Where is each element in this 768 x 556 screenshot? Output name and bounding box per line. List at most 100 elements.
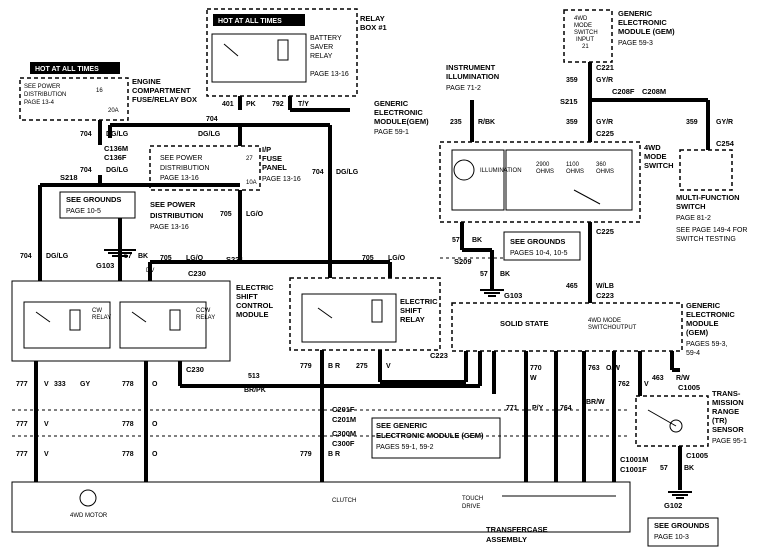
grounds-105-2: PAGE 10-5 (66, 208, 101, 215)
w401: 401 (222, 101, 234, 108)
s209: S209 (454, 257, 472, 266)
esr-1: ELECTRIC (400, 297, 438, 306)
gem-mid-4: PAGE 59-1 (374, 129, 409, 136)
brpk: BR/PK (244, 387, 266, 394)
ohms-1100-a: 1100 (566, 162, 580, 168)
battery-saver-relay-frame (211, 33, 307, 83)
see-gem-bottom-box (371, 417, 501, 459)
w705b: 705 (160, 255, 172, 262)
tc-1: TRANSFERCASE (486, 525, 548, 534)
o-c: O (152, 451, 158, 458)
solid-state: SOLID STATE (500, 319, 548, 328)
escm-1: ELECTRIC (236, 283, 274, 292)
mfs-5: SWITCH TESTING (676, 236, 736, 243)
v-d: V (386, 363, 391, 370)
ecf-power-2: DISTRIBUTION (24, 92, 66, 98)
hot-label-relay: HOT AT ALL TIMES (218, 18, 282, 25)
w57a: 57 (124, 253, 132, 260)
g102: G102 (664, 501, 682, 510)
c230a: C230 (188, 269, 206, 278)
o-b: O (152, 421, 158, 428)
w359c: 359 (686, 119, 698, 126)
hot-label-ecf: HOT AT ALL TIMES (35, 66, 99, 73)
switch-output-1: 4WD MODE (588, 318, 621, 324)
g103a: G103 (96, 261, 114, 270)
gem-right-5: PAGES 59-3, (686, 341, 728, 348)
w235: 235 (450, 119, 462, 126)
motor-label: 4WD MOTOR (70, 513, 108, 519)
gy: GY (80, 381, 90, 388)
gem-bottom-1: SEE GENERIC (376, 421, 428, 430)
o-a: O (152, 381, 158, 388)
gyr-c: GY/R (716, 119, 733, 126)
ip-power-2: DISTRIBUTION (160, 165, 209, 172)
ms-2: MODE (644, 152, 667, 161)
c225a: C225 (596, 129, 614, 138)
trs-2: MISSION (712, 398, 744, 407)
gem-mid-2: ELECTRONIC (374, 108, 423, 117)
wty: T/Y (298, 101, 309, 108)
msi-2: MODE (574, 23, 592, 29)
bk-b: BK (472, 237, 482, 244)
msi-1: 4WD (574, 16, 588, 22)
see-grounds-104-box (503, 231, 581, 261)
trs-1: TRANS- (712, 389, 741, 398)
w57c: 57 (480, 271, 488, 278)
gem-mid-3: MODULE(GEM) (374, 117, 429, 126)
escm-4: MODULE (236, 310, 269, 319)
ohms-2900-a: 2900 (536, 162, 550, 168)
w777c: 777 (16, 451, 28, 458)
ip-fuse-3: PANEL (262, 163, 287, 172)
w779a: 779 (300, 363, 312, 370)
wpk: PK (246, 101, 256, 108)
see-grounds-105-box (59, 191, 136, 219)
ohms-2900-b: OHMS (536, 169, 554, 175)
grounds-104-1: SEE GROUNDS (510, 237, 565, 246)
w764: 764 (560, 405, 572, 412)
dglg-a: DG/LG (106, 131, 129, 138)
dv-label: DV (146, 268, 154, 274)
pd-3: PAGE 13-16 (150, 224, 189, 231)
w777a: 777 (16, 381, 28, 388)
gyr-b: GY/R (596, 119, 613, 126)
w463: 463 (652, 375, 664, 382)
c208f: C208F (612, 87, 635, 96)
w359b: 359 (566, 119, 578, 126)
w513: 513 (248, 373, 260, 380)
ip-fuse-num: 27 (246, 156, 253, 162)
ecf-power-3: PAGE 13-4 (24, 100, 55, 106)
ow: O/W (606, 365, 620, 372)
ccw-relay-frame (119, 301, 207, 349)
c225b: C225 (596, 227, 614, 236)
grounds-104-2: PAGES 10-4, 10-5 (510, 250, 568, 257)
relay-box-label-2: BOX #1 (360, 23, 387, 32)
w275: 275 (356, 363, 368, 370)
rbk: R/BK (478, 119, 495, 126)
brw: BR/W (586, 399, 605, 406)
touch-drive-1: TOUCH (462, 496, 483, 502)
pd-1: SEE POWER (150, 200, 196, 209)
trs-6: PAGE 95-1 (712, 438, 747, 445)
v-e: V (644, 381, 649, 388)
ecf-box-frame (19, 77, 129, 121)
clutch-label: CLUTCH (332, 498, 356, 504)
ecf-label-2: COMPARTMENT (132, 86, 191, 95)
instr-3: PAGE 71-2 (446, 85, 481, 92)
c300f: C300F (332, 439, 355, 448)
cw-2: RELAY (92, 315, 111, 321)
battery-saver-1: BATTERY (310, 35, 342, 42)
c1005b: C1005 (686, 451, 708, 460)
w762: 762 (618, 381, 630, 388)
ip-fuse-1: I/P (262, 145, 271, 154)
c1001f: C1001F (620, 465, 647, 474)
w333: 333 (54, 381, 66, 388)
mfs-1: MULTI-FUNCTION (676, 193, 740, 202)
br-a: B R (328, 363, 340, 370)
esr-2: SHIFT (400, 306, 422, 315)
gem-bottom-2: ELECTRONIC MODULE (GEM) (376, 431, 484, 440)
bk-a: BK (138, 253, 148, 260)
battery-saver-2: SAVER (310, 44, 333, 51)
v-a: V (44, 381, 49, 388)
cw-1: CW (92, 308, 102, 314)
esr-3: RELAY (400, 315, 425, 324)
